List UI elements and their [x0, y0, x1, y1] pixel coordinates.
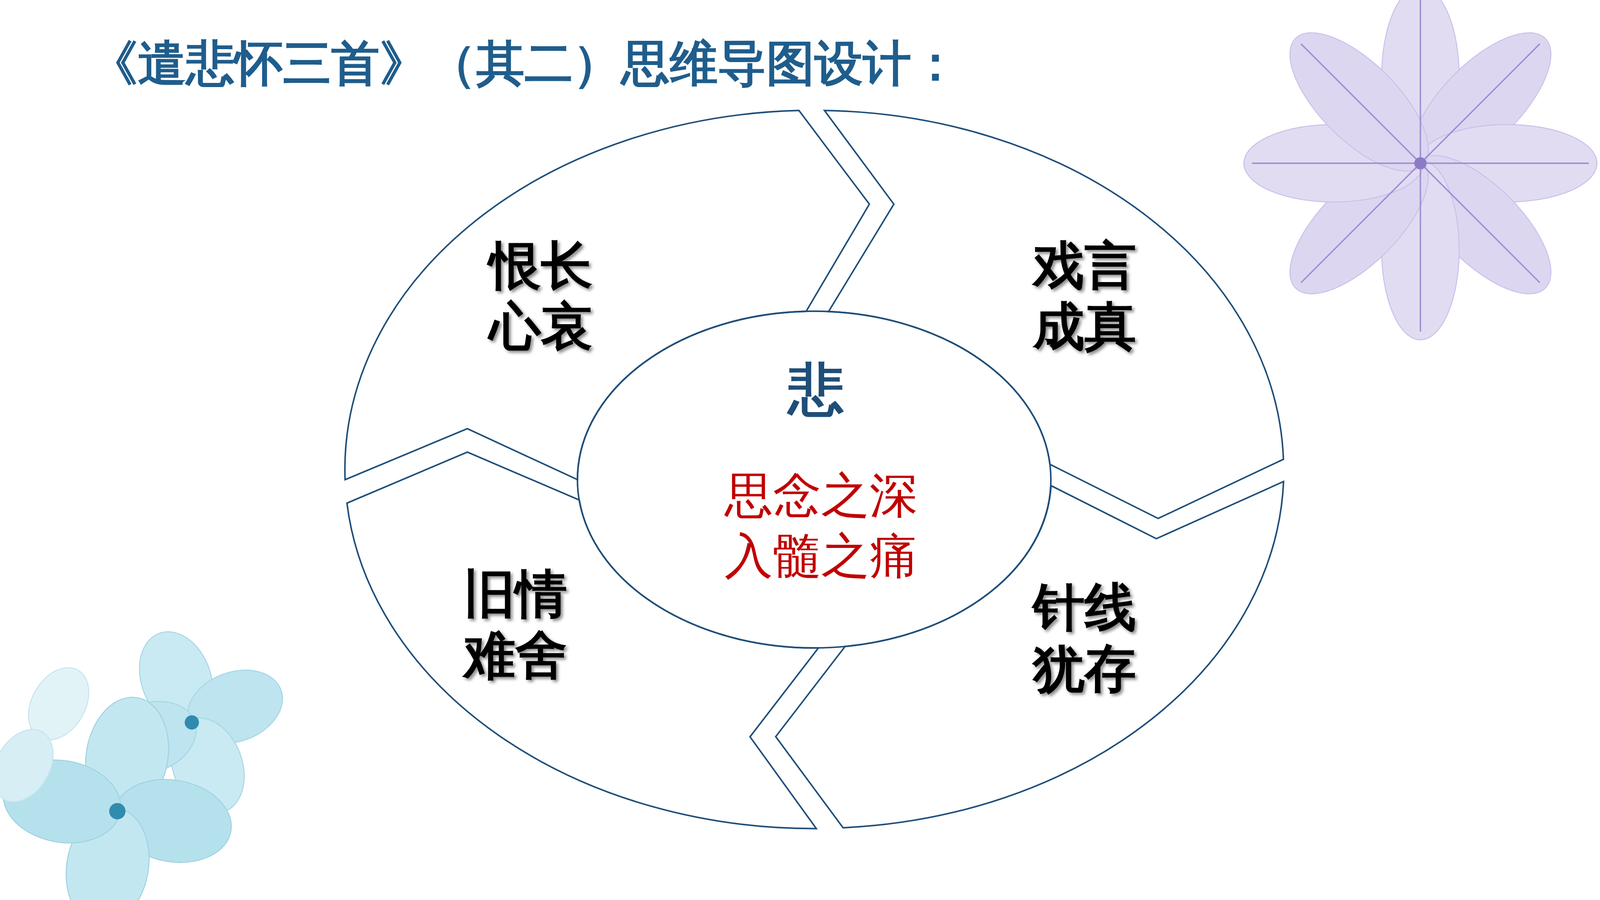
core-title: 悲 — [788, 359, 845, 421]
segment-label: 戏言 成真 — [1031, 235, 1138, 358]
arrow-segment: 针线 犹存 — [769, 475, 1290, 833]
segment-label: 针线 犹存 — [1031, 576, 1138, 699]
outline-path — [577, 311, 1051, 648]
segment-label: 恨长 心哀 — [487, 235, 594, 358]
outline-path — [775, 481, 1284, 828]
segment-label: 旧情 难舍 — [462, 563, 569, 686]
lavender-flower — [1243, 0, 1597, 340]
shape-outline — [769, 475, 1290, 833]
core-summary: 思念之深 入髓之痛 — [722, 465, 921, 586]
blue-flowers — [0, 621, 293, 900]
shape-outline — [340, 422, 853, 833]
outline-path — [347, 452, 819, 829]
arrow-segment: 旧情 难舍 — [340, 422, 853, 833]
title: 《遣悲怀三首》（其二）思维导图设计： — [89, 34, 960, 93]
